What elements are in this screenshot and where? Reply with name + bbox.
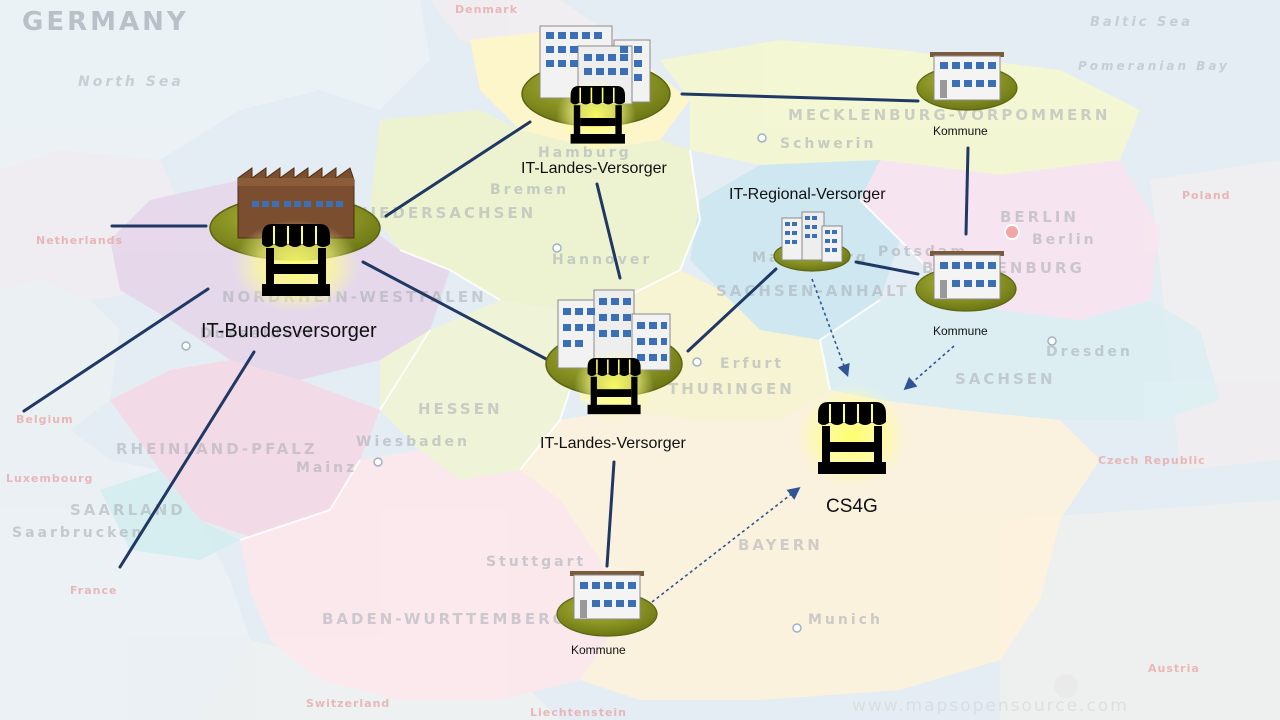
arrow-regional-cs4g bbox=[811, 278, 850, 378]
map-label-state-berlin: BERLIN bbox=[1000, 208, 1079, 226]
connector-kommune-ne-kommune-e bbox=[964, 146, 970, 236]
map-label-state-bayern: BAYERN bbox=[738, 536, 823, 554]
town-hall-icon bbox=[930, 251, 1004, 300]
map-label-city-mainz: Mainz bbox=[296, 460, 357, 476]
map-label-state-saarland: SAARLAND bbox=[70, 501, 186, 519]
map-label-city-schwerin: Schwerin bbox=[780, 136, 876, 152]
market-stall-icon bbox=[818, 402, 886, 474]
connector-regional-kommune-e bbox=[854, 260, 920, 276]
map-label-state-thueringen: THURINGEN bbox=[668, 380, 795, 398]
map-label-north-sea: North Sea bbox=[78, 74, 184, 90]
map-label-state-sa: SACHSEN-ANHALT bbox=[716, 282, 909, 300]
node-it-landes-versorger-north bbox=[521, 25, 671, 152]
map-label-city-stuttgart: Stuttgart bbox=[486, 554, 586, 570]
german-states bbox=[100, 30, 1220, 700]
map-label-belgium: Belgium bbox=[16, 413, 74, 426]
label-it-regional-versorger: IT-Regional-Versorger bbox=[729, 186, 886, 203]
map-country-title: GERMANY bbox=[22, 7, 189, 37]
map-label-netherlands: Netherlands bbox=[36, 234, 123, 247]
map-label-switzerland: Switzerland bbox=[306, 697, 390, 710]
map-label-state-nds: NIEDERSACHSEN bbox=[355, 204, 536, 222]
connector-bund-southwest bbox=[22, 287, 210, 413]
label-kommune-south: Kommune bbox=[571, 643, 626, 657]
connector-bund-south bbox=[118, 350, 256, 569]
map-label-pomeranian-bay: Pomeranian Bay bbox=[1078, 59, 1230, 73]
map-label-state-hessen: HESSEN bbox=[418, 400, 503, 418]
label-kommune-east: Kommune bbox=[933, 324, 988, 338]
map-label-luxembourg: Luxembourg bbox=[6, 472, 93, 485]
node-kommune-south bbox=[556, 571, 658, 637]
connector-land-mid-kommune-s bbox=[605, 460, 616, 568]
map-label-state-bw: BADEN-WURTTEMBERG bbox=[322, 610, 568, 628]
map-label-city-erfurt: Erfurt bbox=[720, 356, 784, 372]
connector-bund-land-north bbox=[384, 120, 532, 218]
dotted-arrows bbox=[651, 278, 955, 603]
map-label-state-sachsen: SACHSEN bbox=[955, 370, 1056, 388]
connector-lines bbox=[22, 92, 970, 569]
map-label-city-saarbruecken: Saarbrucken bbox=[12, 525, 144, 541]
map-label-state-mv: MECKLENBURG-VORPOMMERN bbox=[788, 106, 1110, 124]
office-buildings-icon bbox=[781, 211, 843, 263]
market-stall-icon bbox=[570, 86, 625, 144]
map-label-denmark: Denmark bbox=[455, 3, 518, 16]
map-watermark: www.mapsopensource.com bbox=[852, 674, 1129, 716]
map-label-czech-republic: Czech Republic bbox=[1098, 454, 1206, 467]
map-label-state-rp: RHEINLAND-PFALZ bbox=[116, 440, 318, 458]
map-label-city-berlin: Berlin bbox=[1032, 232, 1097, 248]
map-label-austria: Austria bbox=[1148, 662, 1200, 675]
label-it-bundesversorger: IT-Bundesversorger bbox=[201, 320, 377, 342]
town-hall-icon bbox=[570, 571, 644, 620]
connector-land-north-land-mid bbox=[595, 182, 622, 280]
label-cs4g: CS4G bbox=[826, 496, 878, 517]
factory-icon bbox=[237, 167, 355, 239]
map-label-city-dresden: Dresden bbox=[1046, 344, 1133, 360]
map-label-liechtenstein: Liechtenstein bbox=[530, 706, 627, 719]
node-it-landes-versorger-mid bbox=[545, 289, 683, 422]
node-it-bundesversorger bbox=[209, 167, 381, 312]
label-it-landes-versorger-north: IT-Landes-Versorger bbox=[521, 160, 667, 177]
connector-bund-land-mid bbox=[361, 260, 550, 362]
node-kommune-east bbox=[915, 251, 1017, 312]
map-label-france: France bbox=[70, 584, 117, 597]
connector-land-mid-regional bbox=[686, 267, 778, 353]
map-label-city-duesseldorf: Dusseldorf bbox=[200, 326, 315, 342]
label-kommune-ne: Kommune bbox=[933, 124, 988, 138]
arrow-kommune-s-cs4g bbox=[651, 487, 801, 603]
map-label-poland: Poland bbox=[1182, 189, 1231, 202]
node-it-regional-versorger bbox=[773, 211, 851, 272]
map-label-baltic-sea: Baltic Sea bbox=[1090, 15, 1193, 30]
label-it-landes-versorger-mid: IT-Landes-Versorger bbox=[540, 435, 686, 452]
node-kommune-ne bbox=[916, 52, 1018, 111]
berlin-marker bbox=[1004, 224, 1020, 240]
connector-land-north-kommune-ne bbox=[680, 92, 920, 103]
svg-text:www.mapsopensource.com: www.mapsopensource.com bbox=[852, 696, 1129, 716]
map-label-city-hannover: Hannover bbox=[552, 252, 652, 268]
market-stall-icon bbox=[587, 358, 641, 415]
map-label-city-wiesbaden: Wiesbaden bbox=[356, 434, 470, 450]
town-hall-icon bbox=[930, 52, 1004, 101]
node-cs4g bbox=[796, 384, 908, 488]
market-stall-icon bbox=[262, 224, 330, 296]
arrow-kommune-e-cs4g bbox=[903, 345, 955, 391]
map-label-city-munich: Munich bbox=[808, 612, 883, 628]
map-label-city-bremen: Bremen bbox=[490, 182, 569, 198]
